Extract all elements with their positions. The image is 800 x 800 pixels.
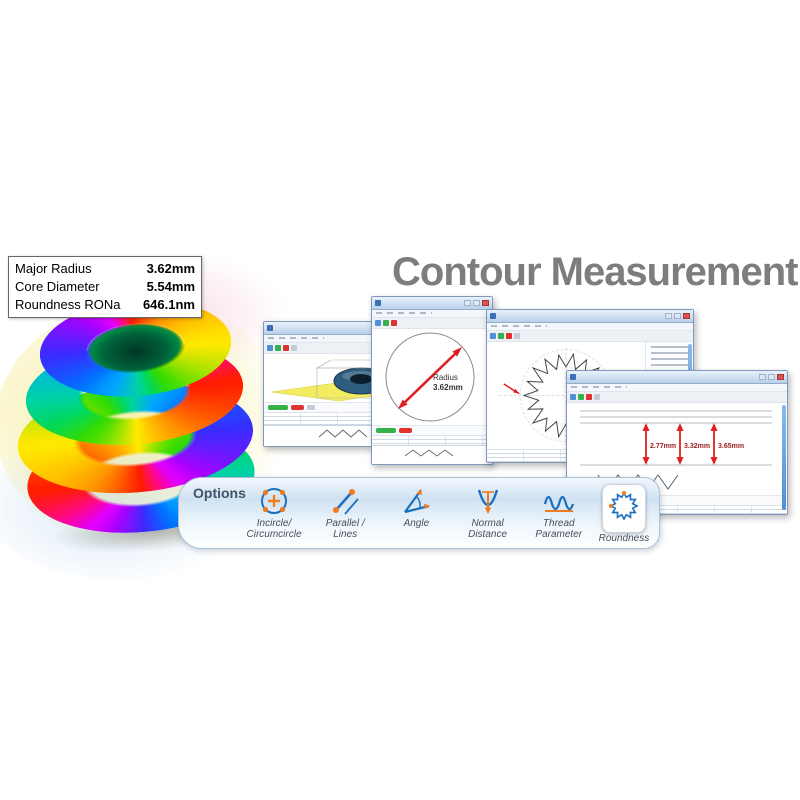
option-angle[interactable]: Angle (381, 484, 451, 545)
window-thread-profile: 2.77mm 3.32mm 3.65mm (566, 370, 788, 515)
measurement-value: 646.1nm (142, 297, 195, 312)
distance-label: 3.65mm (718, 443, 744, 450)
thread-plot: 2.77mm 3.32mm 3.65mm (580, 410, 772, 490)
menu-bar[interactable] (372, 310, 492, 318)
menu-bar[interactable] (487, 323, 693, 331)
option-roundness[interactable]: Roundness (595, 484, 653, 545)
roundness-tile (601, 484, 646, 533)
menu-bar[interactable] (264, 335, 435, 343)
result-indicators (264, 402, 435, 412)
window-content: Radius 3.62mm (372, 329, 492, 464)
profile-preview (372, 445, 492, 464)
fail-indicator (291, 405, 304, 410)
toolbar (487, 331, 693, 342)
minimize-button[interactable] (464, 300, 471, 306)
option-incircle-circumcircle[interactable]: Incircle/Circumcircle (239, 484, 309, 545)
toolbar-button[interactable] (490, 333, 496, 339)
close-button[interactable] (683, 313, 690, 319)
fail-indicator (399, 428, 412, 433)
distance-label: 2.77mm (650, 443, 676, 450)
distance-label: 3.32mm (684, 443, 710, 450)
option-label: Incircle/Circumcircle (246, 518, 302, 540)
option-label: Roundness (598, 533, 650, 544)
radius-plot: Radius 3.62mm (385, 332, 475, 422)
profile-zigzag (404, 449, 454, 457)
normal-distance-icon (477, 489, 498, 514)
measurement-value: 3.62mm (146, 261, 195, 276)
app-icon (267, 325, 273, 331)
option-label: Angle (403, 518, 430, 529)
close-button[interactable] (777, 374, 784, 380)
angle-icon (404, 489, 431, 514)
options-heading: Options (193, 485, 246, 501)
toolbar-button[interactable] (283, 345, 289, 351)
profile-zigzag (318, 429, 368, 438)
maximize-button[interactable] (473, 300, 480, 306)
window-titlebar[interactable] (567, 371, 787, 384)
app-icon (570, 374, 576, 380)
window-titlebar[interactable] (372, 297, 492, 310)
pass-indicator (376, 428, 396, 433)
toolbar-button[interactable] (506, 333, 512, 339)
toolbar (264, 343, 435, 354)
pass-indicator (268, 405, 288, 410)
radius-label: Radius (433, 373, 458, 382)
window-titlebar[interactable] (487, 310, 693, 323)
toolbar-button[interactable] (275, 345, 281, 351)
toolbar-button[interactable] (391, 320, 397, 326)
menu-bar[interactable] (567, 384, 787, 392)
toolbar-button[interactable] (578, 394, 584, 400)
measurement-row: Roundness RONa 646.1nm (15, 296, 195, 314)
incircle-circumcircle-icon (261, 488, 287, 514)
option-label: Parallel /Lines (325, 518, 365, 540)
radius-value: 3.62mm (433, 383, 463, 392)
options-bar: Options Incircle/Circumcircle (178, 477, 660, 549)
vertical-scrollbar[interactable] (782, 405, 786, 510)
close-button[interactable] (482, 300, 489, 306)
radius-arrow (402, 351, 458, 405)
window-radius-measurement: Radius 3.62mm (371, 296, 493, 465)
toolbar-button[interactable] (291, 345, 297, 351)
toolbar-button[interactable] (594, 394, 600, 400)
minimize-button[interactable] (665, 313, 672, 319)
results-table[interactable] (567, 505, 787, 514)
toolbar-button[interactable] (570, 394, 576, 400)
toolbar-button[interactable] (383, 320, 389, 326)
measurement-label: Core Diameter (15, 279, 100, 294)
app-icon (490, 313, 496, 319)
toolbar-button[interactable] (514, 333, 520, 339)
measurement-label: Roundness RONa (15, 297, 121, 312)
toolbar-button[interactable] (498, 333, 504, 339)
toolbar (372, 318, 492, 329)
app-icon (375, 300, 381, 306)
options-items: Incircle/Circumcircle Parallel /Lines (239, 484, 653, 545)
results-table[interactable] (372, 435, 492, 445)
thread-parameter-icon (543, 495, 574, 512)
measurement-panel: Major Radius 3.62mm Core Diameter 5.54mm… (8, 256, 202, 318)
toolbar-button[interactable] (375, 320, 381, 326)
maximize-button[interactable] (768, 374, 775, 380)
measurement-row: Core Diameter 5.54mm (15, 278, 195, 296)
toolbar-button[interactable] (586, 394, 592, 400)
result-indicators (372, 425, 492, 435)
toolbar (567, 392, 787, 403)
maximize-button[interactable] (674, 313, 681, 319)
measurement-label: Major Radius (15, 261, 92, 276)
measurement-value: 5.54mm (146, 279, 195, 294)
minimize-button[interactable] (759, 374, 766, 380)
measurement-row: Major Radius 3.62mm (15, 260, 195, 278)
parallel-lines-icon (333, 489, 359, 515)
toolbar-button[interactable] (267, 345, 273, 351)
page-title: Contour Measurement (392, 250, 798, 294)
roundness-icon (608, 491, 639, 521)
option-parallel-lines[interactable]: Parallel /Lines (310, 484, 380, 545)
